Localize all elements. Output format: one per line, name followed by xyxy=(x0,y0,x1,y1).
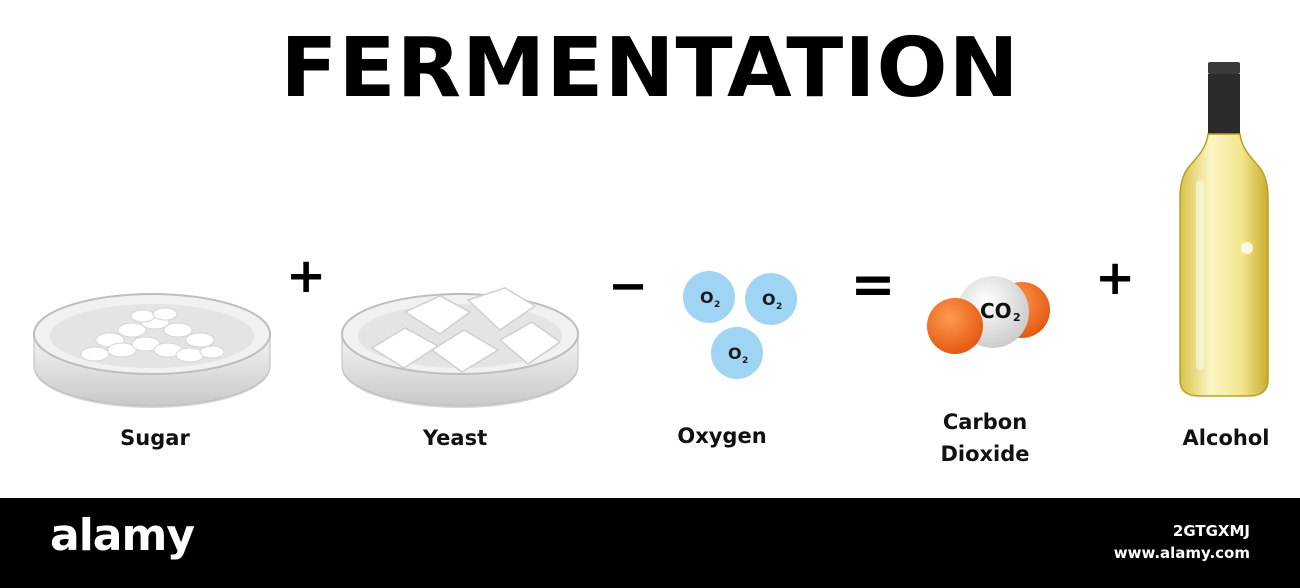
alcohol-bottle-icon xyxy=(1179,62,1269,397)
watermark-footer: alamy 2GTGXMJ www.alamy.com xyxy=(0,498,1300,588)
plus-operator: + xyxy=(1095,250,1136,306)
svg-text:2: 2 xyxy=(742,356,748,366)
alcohol-label: Alcohol xyxy=(1182,426,1270,450)
site-url: www.alamy.com xyxy=(1113,544,1250,562)
minus-operator: − xyxy=(608,258,649,314)
carbon-dioxide-label-line2: Dioxide xyxy=(940,442,1030,466)
yeast-dish-icon xyxy=(341,287,579,408)
svg-text:CO: CO xyxy=(980,299,1012,323)
sugar-dish-icon xyxy=(33,293,271,408)
oxygen-label: Oxygen xyxy=(677,424,767,448)
plus-operator: + xyxy=(286,248,327,304)
image-id: 2GTGXMJ xyxy=(1172,522,1250,540)
carbon-dioxide-label: Carbon Dioxide xyxy=(925,406,1045,470)
svg-text:2: 2 xyxy=(1013,311,1021,324)
svg-text:O: O xyxy=(700,288,714,307)
equals-operator: = xyxy=(850,253,896,316)
brand-logo: alamy xyxy=(50,510,195,561)
svg-text:2: 2 xyxy=(714,300,720,310)
svg-text:O: O xyxy=(762,290,776,309)
diagram-title: FERMENTATION xyxy=(280,21,1020,116)
svg-text:2: 2 xyxy=(776,302,782,312)
sugar-label: Sugar xyxy=(120,426,190,450)
yeast-label: Yeast xyxy=(422,426,488,450)
svg-text:O: O xyxy=(728,344,742,363)
carbon-dioxide-label-line1: Carbon xyxy=(942,410,1028,434)
